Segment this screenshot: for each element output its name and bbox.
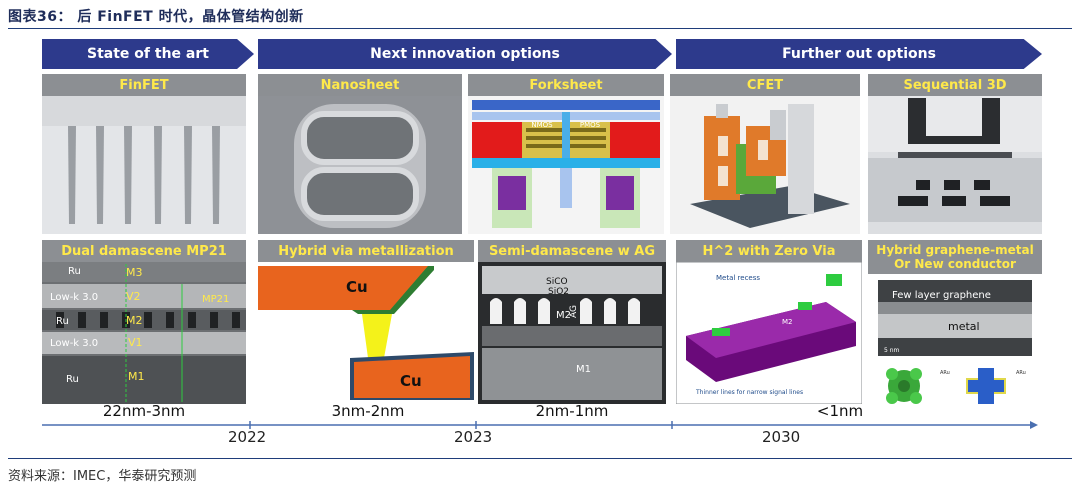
nanosheet-panel: Nanosheet [258,74,462,234]
phase-arrow-state-of-art: State of the art [42,39,254,69]
hybrid-via-panel: Hybrid via metallization Cu Cu [258,240,474,404]
dd-label-v1: V1 [128,336,143,349]
sd-label-m1: M1 [576,364,591,375]
sequential-3d-header: Sequential 3D [868,74,1042,96]
forksheet-image: NMOS PMOS [468,96,664,234]
finfet-header: FinFET [42,74,246,96]
hybrid-graphene-panel: Hybrid graphene-metal Or New conductor F… [868,240,1042,404]
cfet-panel: CFET [670,74,860,234]
timeline-axis [42,421,1038,429]
hybrid-graphene-header-line1: Hybrid graphene-metal [876,243,1034,257]
graphene-label-scale: 5 nm [884,347,900,354]
hybrid-via-cu-bottom: Cu [400,372,422,390]
phase-arrow-further-out: Further out options [676,39,1042,69]
hybrid-graphene-image: Few layer graphene metal 5 nm ARu ARu [878,280,1032,404]
h2-label-metal-recess: Metal recess [716,274,760,282]
graphene-label-metal: metal [948,320,980,333]
hybrid-via-image: Cu Cu [258,262,474,404]
h2-zero-via-panel: H^2 with Zero Via Metal recess V1 M2 Thi… [676,240,862,404]
forksheet-nmos-label: NMOS [531,121,553,129]
graphene-label-aru-1: ARu [940,370,950,376]
hybrid-graphene-header: Hybrid graphene-metal Or New conductor [868,240,1042,274]
hybrid-via-cu-top: Cu [346,278,368,296]
nanosheet-image [258,96,462,234]
node-label-3nm-2nm: 3nm-2nm [331,402,405,420]
graphene-label-few-layer: Few layer graphene [892,290,991,301]
semi-damascene-header: Semi-damascene w AG [478,240,666,262]
cfet-header: CFET [670,74,860,96]
dual-damascene-image: Ru M3 Low-k 3.0 V2 MP21 Ru M2 Low-k 3.0 … [42,262,246,404]
phase-arrow-next-innovation: Next innovation options [258,39,672,69]
forksheet-header: Forksheet [468,74,664,96]
node-label-sub-1nm: <1nm [816,402,864,420]
source-divider [8,458,1072,459]
h2-label-m2: M2 [782,318,793,326]
semi-damascene-image: SiCO SiO2 M2 AG M1 [478,262,666,404]
node-label-2nm-1nm: 2nm-1nm [535,402,609,420]
year-2022: 2022 [228,428,267,446]
h2-zero-via-header: H^2 with Zero Via [676,240,862,262]
dd-label-v2: V2 [126,290,141,303]
year-2023: 2023 [454,428,493,446]
graphene-green-molecule [886,368,922,404]
sequential-3d-panel: Sequential 3D [868,74,1042,234]
graphene-blue-structure [966,368,1006,404]
forksheet-pmos-label: PMOS [580,121,601,129]
title-divider [8,28,1072,29]
dd-label-lowk-2: Low-k 3.0 [50,338,98,349]
dd-label-ru-top: Ru [68,266,81,277]
dd-label-mp21: MP21 [202,294,229,305]
sd-label-sico: SiCO [546,277,568,287]
sequential-3d-image [868,96,1042,234]
dual-damascene-panel: Dual damascene MP21 Ru M3 Low-k 3.0 V2 M… [42,240,246,404]
nanosheet-header: Nanosheet [258,74,462,96]
hybrid-via-header: Hybrid via metallization [258,240,474,262]
forksheet-panel: Forksheet NMOS PMOS [468,74,664,234]
dd-label-lowk-1: Low-k 3.0 [50,292,98,303]
dd-label-m2: M2 [126,314,143,327]
h2-zero-via-image: Metal recess V1 M2 Thinner lines for nar… [676,262,862,404]
h2-label-thinner-lines: Thinner lines for narrow signal lines [695,389,803,396]
finfet-image [42,96,246,234]
sd-label-ag: AG [569,305,579,318]
hybrid-graphene-header-line2: Or New conductor [894,257,1016,271]
dd-label-m1: M1 [128,370,145,383]
dd-label-ru-mid: Ru [56,316,69,327]
graphene-label-aru-2: ARu [1016,370,1026,376]
node-label-22nm-3nm: 22nm-3nm [102,402,186,420]
sd-label-sio2: SiO2 [548,287,569,297]
dd-label-ru-bottom: Ru [66,374,79,385]
year-2030: 2030 [762,428,801,446]
source-note: 资料来源：IMEC，华泰研究预测 [8,469,197,484]
figure-title: 图表36： 后 FinFET 时代，晶体管结构创新 [8,9,304,25]
semi-damascene-panel: Semi-damascene w AG SiCO SiO2 M2 AG M1 [478,240,666,404]
h2-label-v1: V1 [800,290,809,298]
cfet-image [670,96,860,234]
dd-label-m3: M3 [126,266,143,279]
finfet-panel: FinFET [42,74,246,234]
sd-label-m2: M2 [556,310,571,321]
dual-damascene-header: Dual damascene MP21 [42,240,246,262]
